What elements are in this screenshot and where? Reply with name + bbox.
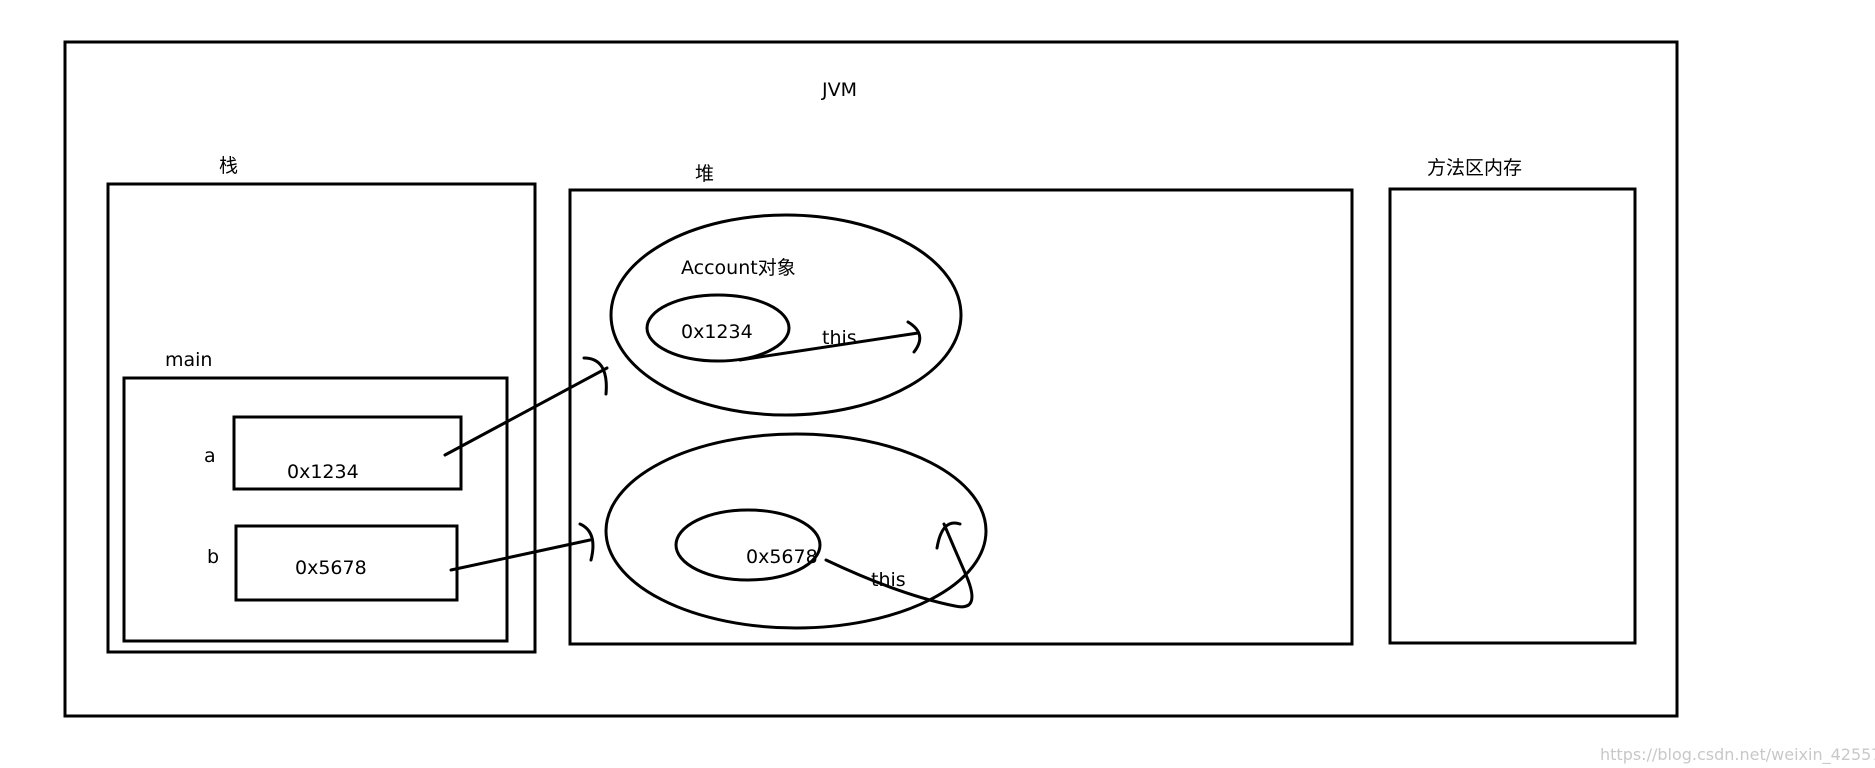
object-1-this-arrow xyxy=(738,331,920,362)
ref-b-arrow xyxy=(449,538,592,572)
var-a-name: a xyxy=(204,445,216,467)
object-1-this-label: this xyxy=(822,327,857,349)
object-2-address-ellipse xyxy=(674,508,822,582)
object-1-ellipse xyxy=(609,213,963,417)
ref-b-arrowhead xyxy=(578,522,595,562)
ref-a-arrow xyxy=(443,366,609,457)
heap-label: 堆 xyxy=(695,163,714,185)
watermark: https://blog.csdn.net/weixin_42557907 xyxy=(1600,745,1875,765)
method-area-box xyxy=(1388,187,1637,645)
ref-a-arrowhead xyxy=(582,356,608,396)
main-frame-label: main xyxy=(165,349,212,371)
object-2-this-arrowhead xyxy=(935,521,962,550)
var-b-value: 0x5678 xyxy=(295,557,367,579)
object-2-ellipse xyxy=(604,432,988,630)
var-b-box xyxy=(234,524,459,602)
stack-label: 栈 xyxy=(219,155,238,177)
object-1-this-arrowhead xyxy=(906,320,922,354)
jvm-title: JVM xyxy=(821,79,857,101)
var-a-box xyxy=(232,415,463,491)
object-2-address: 0x5678 xyxy=(746,546,818,568)
object-1-label: Account对象 xyxy=(681,257,796,279)
object-1-address-ellipse xyxy=(645,293,791,363)
object-1-address: 0x1234 xyxy=(681,321,753,343)
var-a-value: 0x1234 xyxy=(287,461,359,483)
object-2-this-label: this xyxy=(871,569,906,591)
method-area-label: 方法区内存 xyxy=(1427,157,1522,179)
object-2-this-arrow xyxy=(824,522,974,609)
stack-box xyxy=(106,182,537,654)
var-b-name: b xyxy=(207,546,219,568)
jvm-box xyxy=(63,40,1679,718)
heap-box xyxy=(568,188,1354,646)
main-frame-box xyxy=(122,376,509,643)
